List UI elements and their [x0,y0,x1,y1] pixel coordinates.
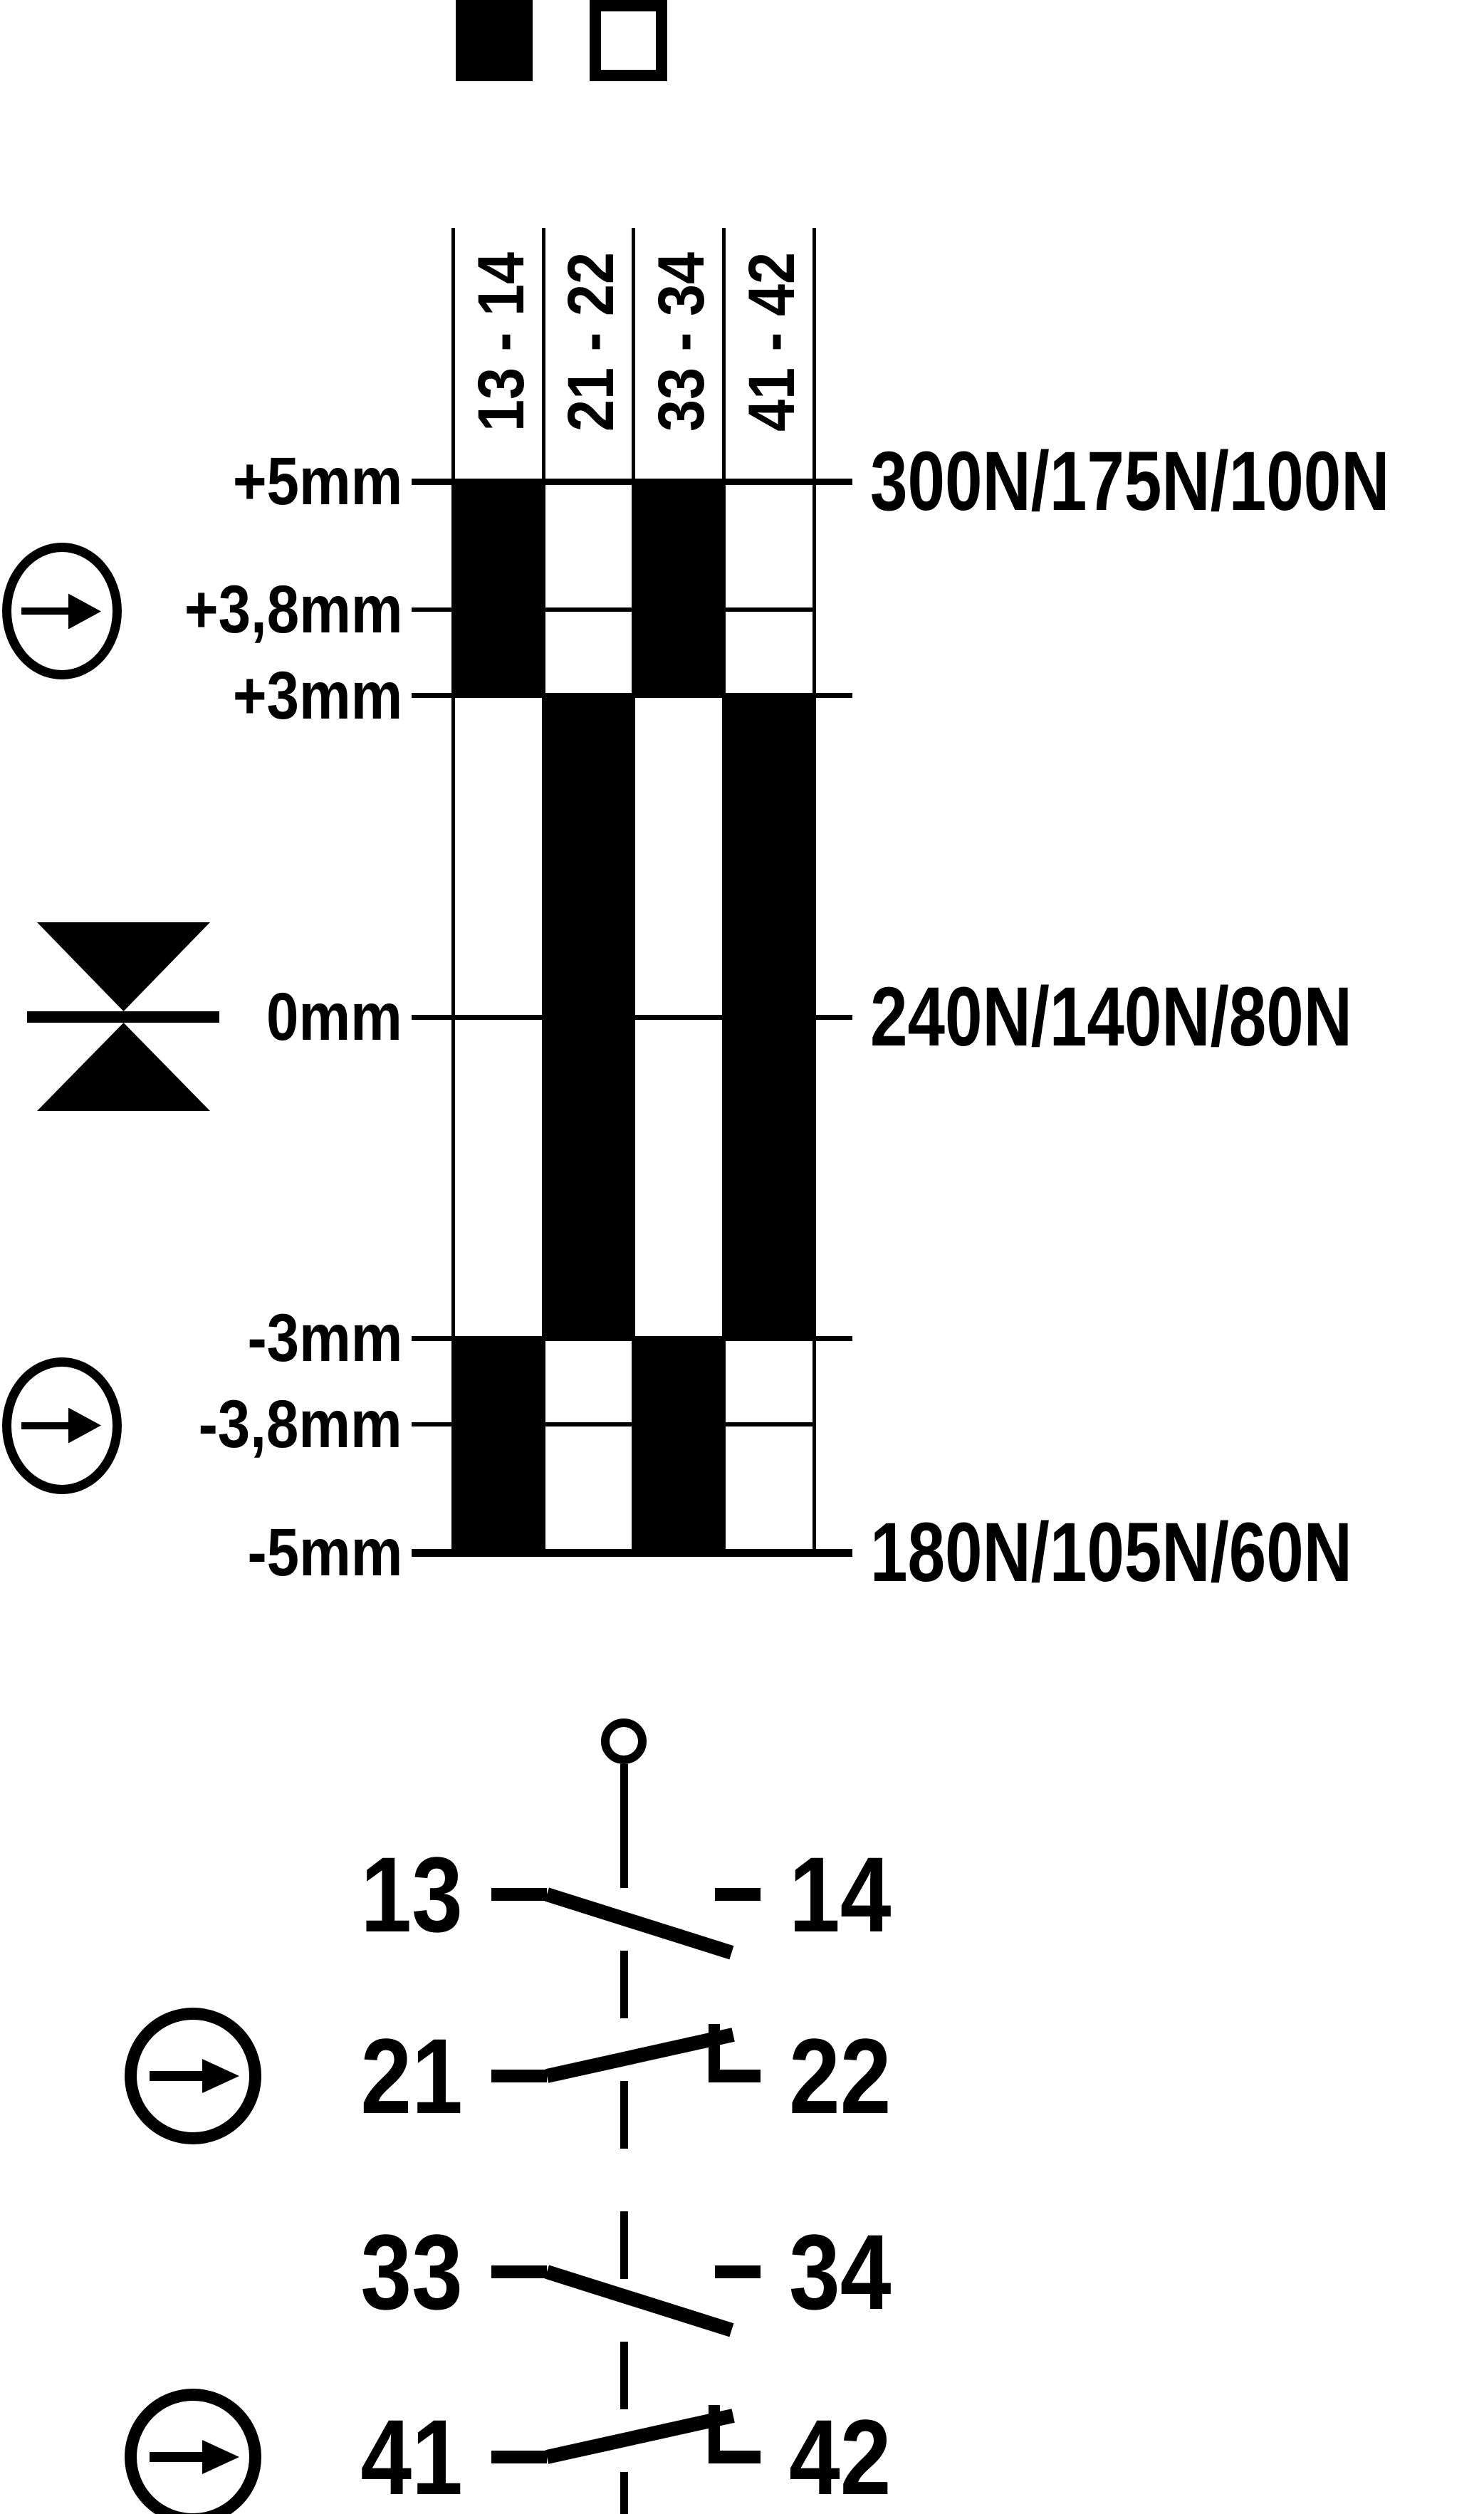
contact-terminal-left [491,2451,547,2463]
contact-terminal-right [715,2265,761,2278]
column-header-33-34: 33 - 34 [644,251,718,432]
force-label-2: 180N/105N/60N [870,1506,1352,1600]
column-header-21-22: 21 - 22 [555,251,627,432]
contact-arm-nc [545,2409,735,2464]
contact-seat-vertical [709,2024,720,2082]
terminal-label-14: 14 [789,1835,892,1954]
circle-arrow-shaft [21,607,71,615]
closed-bar-21-22 [543,695,633,1339]
column-line-0 [451,228,455,1555]
legend-closed-square-icon [456,0,533,81]
terminal-label-42: 42 [789,2397,892,2514]
terminal-label-34: 34 [789,2212,892,2332]
closed-bar-33-34 [633,1338,723,1553]
position-label--3mm: -3mm [247,1300,402,1377]
column-line-2 [632,228,635,1555]
plunger-circle-icon [601,1718,647,1764]
travel-line-+3mm [412,693,852,699]
terminal-label-13: 13 [360,1835,463,1954]
contact-terminal-right [715,1888,761,1901]
closed-bar-13-14 [453,1338,543,1553]
bowtie-icon-top [37,922,210,1011]
contact-arm-nc [545,2028,735,2083]
position-label-+3mm: +3mm [232,657,402,734]
bowtie-icon-bar [27,1011,219,1023]
circle-arrow-shaft [21,1422,71,1429]
position-label-0mm: 0mm [266,979,402,1055]
terminal-label-33: 33 [360,2212,463,2332]
position-label--5mm: -5mm [247,1515,402,1590]
travel-line--5mm [412,1548,852,1557]
bowtie-icon-bottom [37,1023,210,1111]
column-header-41-42: 41 - 42 [735,251,808,432]
contact-arm-no [544,2265,734,2337]
travel-line-+3,8mm [412,607,815,612]
closed-bar-41-42 [723,695,814,1339]
terminal-label-22: 22 [789,2016,892,2136]
contact-arm-no [544,1887,734,1960]
contact-terminal-left [491,2070,547,2082]
contact-seat-vertical [709,2405,720,2463]
mechanical-link-dashed-line [620,1820,628,2514]
column-line-4 [812,228,816,1555]
plunger-stem [620,1764,628,1822]
circle-arrow-icon [125,2389,261,2514]
circle-arrow-shaft [150,2452,208,2462]
closed-bar-33-34 [633,481,723,696]
force-label-1: 240N/140N/80N [870,970,1352,1064]
contact-terminal-left [491,2265,547,2278]
circle-arrow-shaft [150,2071,208,2081]
force-label-0: 300N/175N/100N [870,434,1390,528]
travel-line--3,8mm [412,1422,815,1426]
closed-bar-13-14 [453,481,543,696]
contact-terminal-right [712,2070,761,2082]
travel-line--3mm [412,1335,852,1341]
position-label-+3,8mm: +3,8mm [184,572,402,648]
legend-open-square-icon [590,0,667,81]
column-header-13-14: 13 - 14 [464,251,538,432]
position-label--3,8mm: -3,8mm [198,1386,402,1462]
position-label-+5mm: +5mm [232,444,402,519]
terminal-label-21: 21 [360,2016,463,2136]
terminal-label-41: 41 [360,2397,463,2514]
travel-line-+5mm [412,478,852,485]
contact-terminal-right [712,2451,761,2463]
contact-terminal-left [491,1888,547,1901]
